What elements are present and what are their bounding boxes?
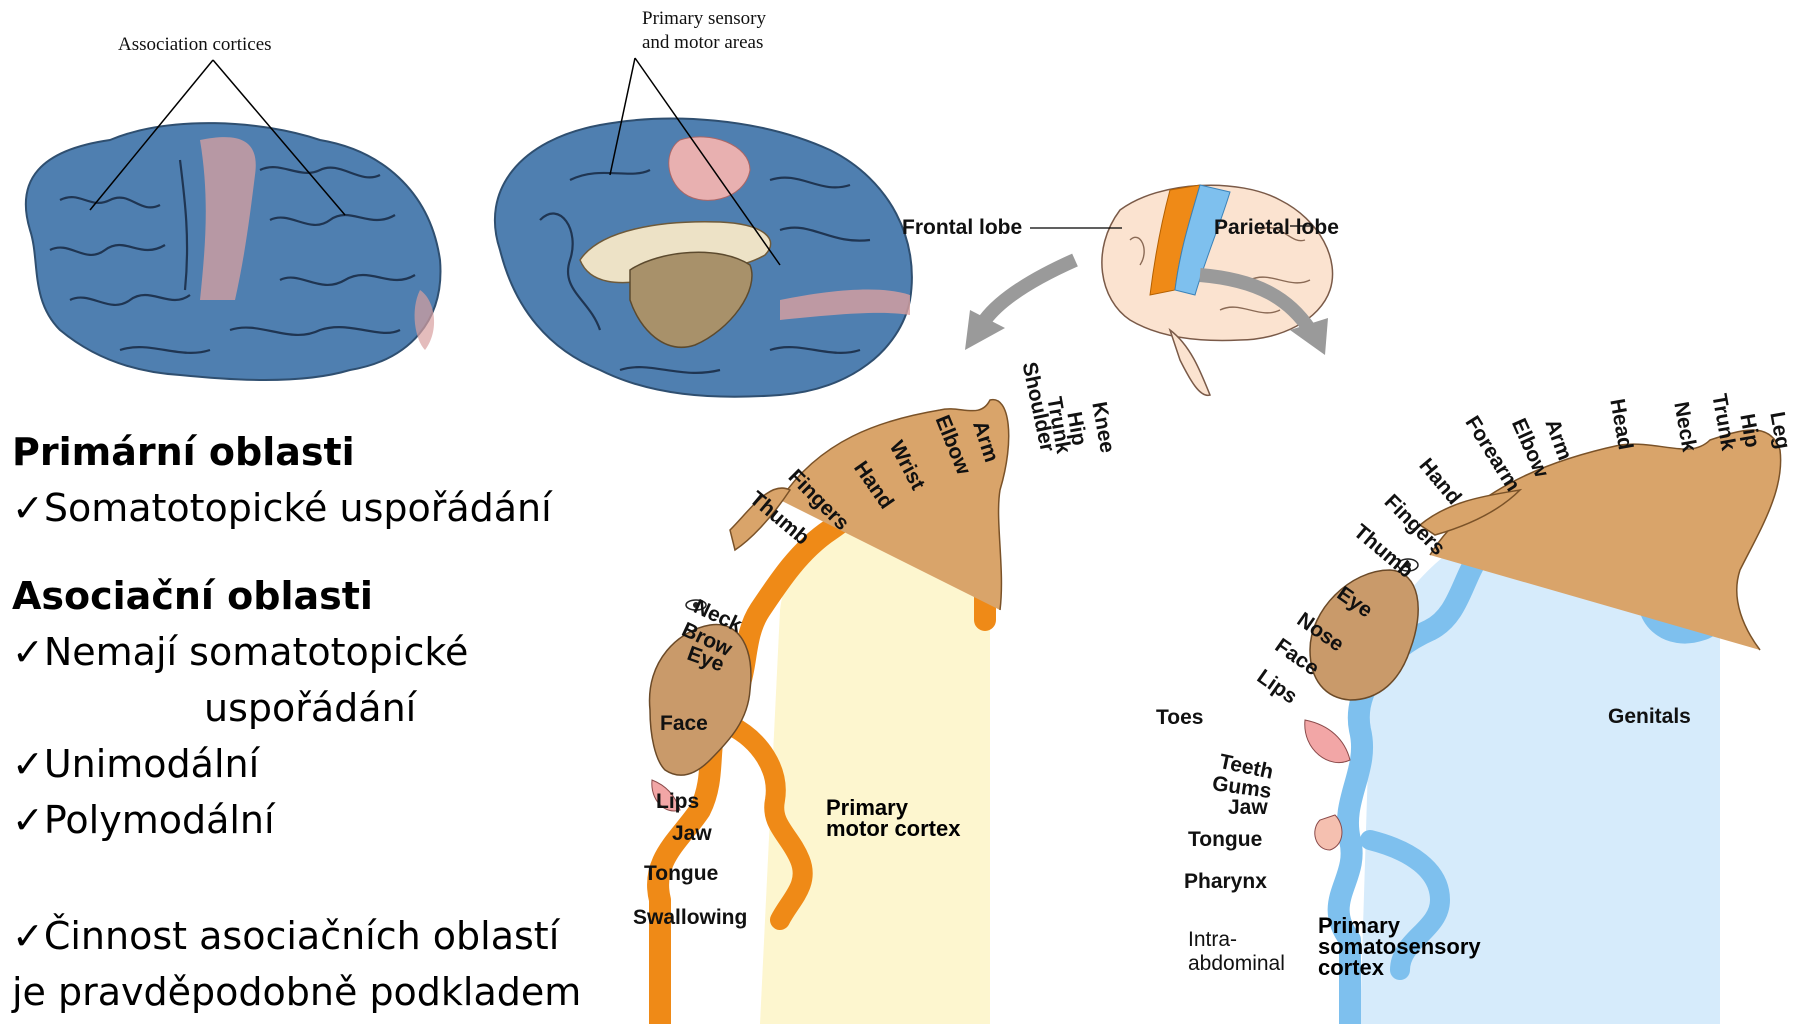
motor-label-face: Face <box>660 712 708 736</box>
sensory-label-intra1: Intra- <box>1188 928 1237 952</box>
bullet-activity-line1: ✓Činnost asociačních oblastí <box>12 914 559 958</box>
parietal-lobe-label: Parietal lobe <box>1214 216 1339 240</box>
motor-label-lips: Lips <box>656 790 699 814</box>
association-cortices-label: Association cortices <box>118 34 272 56</box>
frontal-lobe-label: Frontal lobe <box>902 216 1022 240</box>
sensory-cortex-title: Primary somatosensory cortex <box>1318 915 1481 978</box>
heading-primary-areas: Primární oblasti <box>12 430 355 474</box>
bullet-polymodal: ✓Polymodální <box>12 798 275 842</box>
bullet-no-somatotopic-line2: uspořádání <box>204 686 416 730</box>
sensory-title-line3: cortex <box>1318 957 1481 978</box>
motor-label-toes: Toes <box>1156 706 1203 730</box>
bullet-somatotopic: ✓Somatotopické uspořádání <box>12 486 552 530</box>
motor-title-line1: Primary <box>826 797 960 818</box>
medial-brain-illustration <box>480 0 930 420</box>
motor-label-swallowing: Swallowing <box>633 906 747 930</box>
sensory-label-intra2: abdominal <box>1188 952 1285 976</box>
bullet-unimodal: ✓Unimodální <box>12 742 259 786</box>
motor-label-tongue: Tongue <box>644 862 718 886</box>
sensory-title-line1: Primary <box>1318 915 1481 936</box>
sensory-label-genitals: Genitals <box>1608 705 1691 729</box>
sensory-label-pharynx: Pharynx <box>1184 870 1267 894</box>
sensory-homunculus-figure: Primary somatosensory cortex <box>1290 400 1796 1024</box>
primary-areas-label-line2: and motor areas <box>642 32 763 54</box>
motor-label-jaw: Jaw <box>672 822 712 846</box>
medial-brain-figure: Primary sensory and motor areas <box>480 0 930 420</box>
lateral-brain-illustration <box>0 0 460 400</box>
sensory-label-tongue: Tongue <box>1188 828 1262 852</box>
sensory-title-line2: somatosensory <box>1318 936 1481 957</box>
bullet-no-somatotopic-line1: ✓Nemají somatotopické <box>12 630 468 674</box>
heading-association-areas: Asociační oblasti <box>12 574 373 618</box>
primary-areas-label-line1: Primary sensory <box>642 8 766 30</box>
bullet-activity-line2: je pravděpodobně podkladem <box>12 970 581 1014</box>
motor-cortex-title: Primary motor cortex <box>826 797 960 839</box>
lateral-brain-figure: Association cortices <box>0 0 460 400</box>
sensory-label-jaw: Jaw <box>1228 796 1268 820</box>
motor-title-line2: motor cortex <box>826 818 960 839</box>
